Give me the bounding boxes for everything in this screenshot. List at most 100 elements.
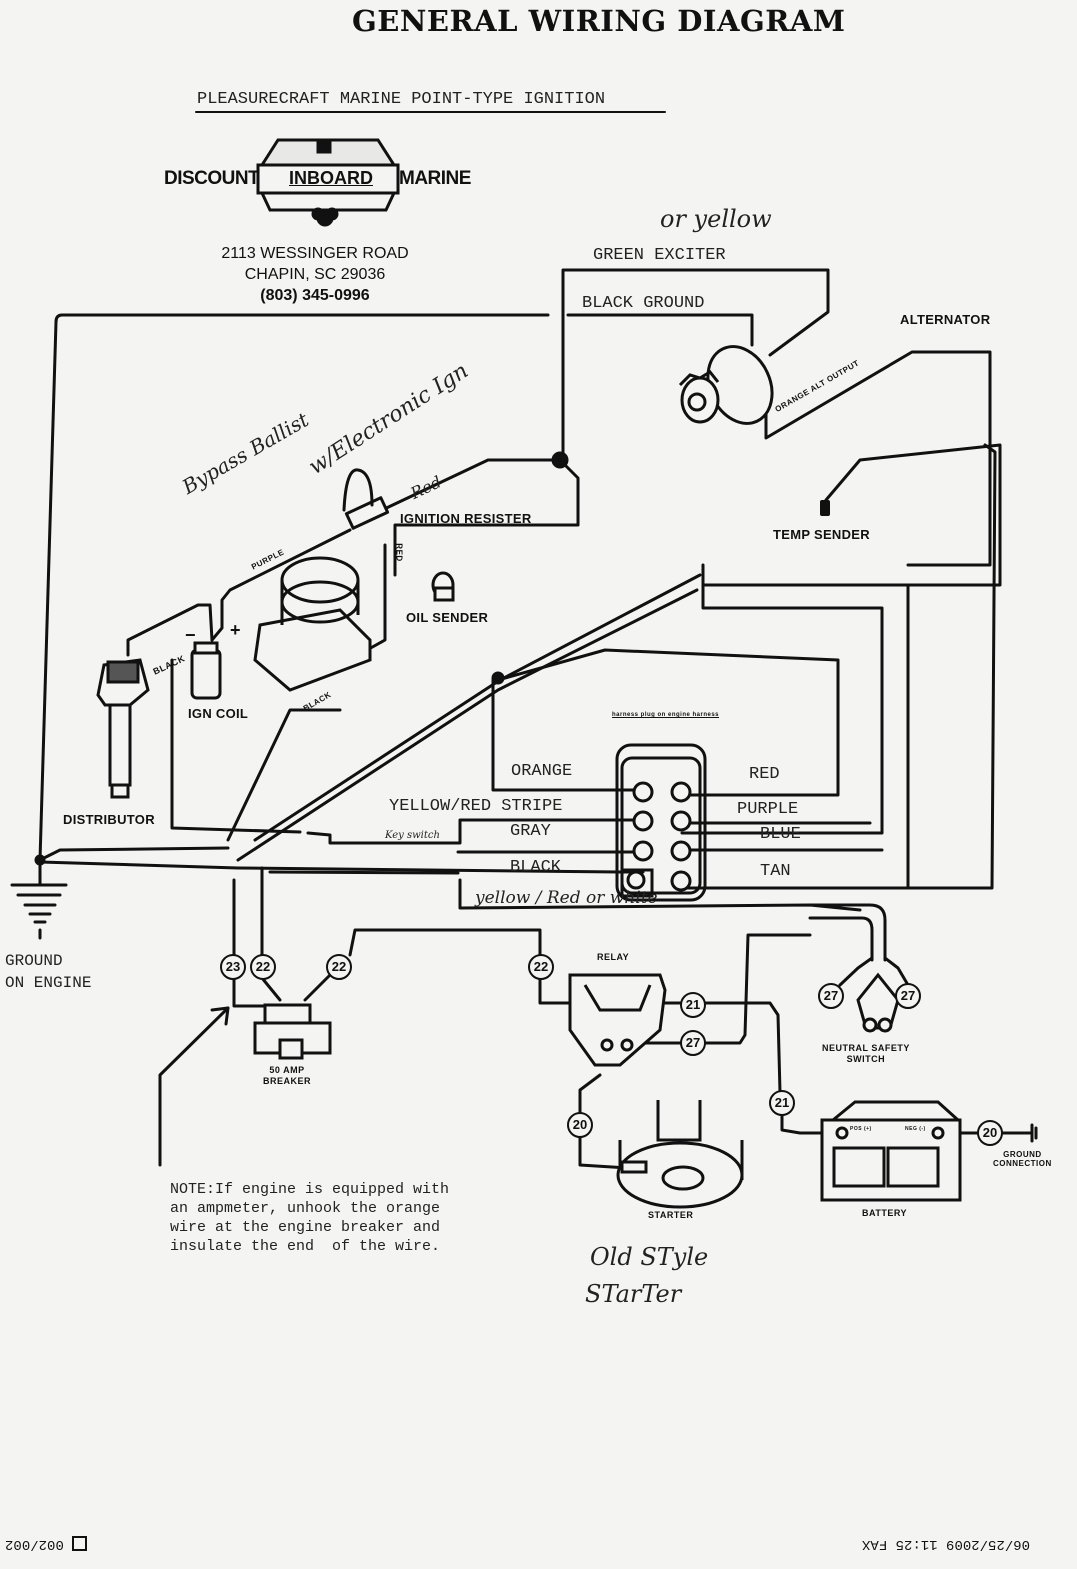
- wire-number-22-relay: 22: [528, 954, 554, 980]
- fax-page-box-icon: [72, 1536, 88, 1551]
- note-block: NOTE:If engine is equipped with an ampme…: [170, 1180, 449, 1256]
- pin-label-orange: ORANGE: [511, 762, 573, 781]
- logo-right-word: MARINE: [399, 168, 471, 189]
- note-line-4: insulate the end of the wire.: [170, 1238, 441, 1255]
- relay-icon: [568, 973, 667, 1067]
- label-ignition-resister: IGNITION RESISTER: [400, 511, 532, 526]
- nss-wire-left: [838, 956, 874, 987]
- harness-loop-1: [680, 563, 910, 890]
- wire-number-21-relay: 21: [680, 992, 706, 1018]
- breaker-23-leg: [232, 976, 274, 1008]
- nss-wire-right: [883, 956, 910, 987]
- label-battery-neg: NEG (-): [905, 1126, 926, 1132]
- wire-number-22-breaker-a: 22: [250, 954, 276, 980]
- label-harness-note: harness plug on engine harness: [612, 712, 720, 718]
- harness-loop-3: [906, 443, 997, 890]
- fax-header-text: 06/25/2009 11:25 FAX: [862, 1536, 1031, 1552]
- breaker-line-2: BREAKER: [263, 1076, 312, 1086]
- fax-header: 06/25/2009 11:25 FAX: [862, 1536, 1030, 1552]
- battery-21-wire: [780, 1113, 842, 1135]
- fax-page-text: 002/002: [5, 1536, 64, 1553]
- pin-black: [626, 870, 646, 890]
- label-red-vertical: RED: [394, 543, 404, 562]
- orange-alt-output-wire: [764, 350, 992, 567]
- wire-number-20-starter: 20: [567, 1112, 593, 1138]
- gray-pin-wire: [268, 870, 460, 875]
- label-black-ground: BLACK GROUND: [582, 294, 705, 313]
- ign-coil-icon: [190, 641, 222, 700]
- document-subtitle: PLEASURECRAFT MARINE POINT-TYPE IGNITION: [197, 90, 606, 109]
- wire-number-20-ground: 20: [977, 1120, 1003, 1146]
- black-ground-wire: [566, 313, 754, 347]
- breaker-22a-leg: [260, 976, 282, 1002]
- distributor-icon: [96, 658, 150, 799]
- label-ground-connection: GROUND CONNECTION: [993, 1150, 1052, 1168]
- starter-icon: [616, 1100, 744, 1209]
- note-line-3: wire at the engine breaker and: [170, 1219, 441, 1236]
- label-relay: RELAY: [597, 952, 630, 962]
- logo-left-word: DISCOUNT: [164, 168, 260, 189]
- label-distributor: DISTRIBUTOR: [63, 812, 155, 827]
- carburetor-icon: [253, 556, 372, 692]
- label-alternator: ALTERNATOR: [900, 312, 991, 327]
- address-phone: (803) 345-0996: [260, 287, 370, 304]
- label-ign-coil: IGN COIL: [188, 706, 249, 721]
- handwritten-yellow-red-or-white: yellow / Red or white: [475, 888, 658, 908]
- handwritten-key-switch: Key switch: [385, 830, 440, 841]
- pin-yellow-red: [632, 810, 654, 832]
- wire-number-23: 23: [220, 954, 246, 980]
- pin-label-purple: PURPLE: [737, 800, 799, 819]
- carb-black-wire: [226, 708, 342, 842]
- diag-wire-bottom: [236, 588, 699, 862]
- main-left-wire: [38, 313, 550, 862]
- logo-center-word: INBOARD: [289, 168, 373, 188]
- label-temp-sender: TEMP SENDER: [773, 527, 870, 542]
- alternator-icon: [678, 345, 774, 425]
- pin-orange: [632, 781, 654, 803]
- purple-wire: [210, 528, 352, 642]
- breaker-icon: [253, 1003, 332, 1060]
- label-battery: BATTERY: [862, 1208, 907, 1218]
- junction-down-wire: [393, 458, 580, 577]
- ground-bus-upper: [38, 846, 230, 862]
- address-block: 2113 WESSINGER ROAD CHAPIN, SC 29036 (80…: [205, 243, 425, 306]
- ground-conn-line-1: GROUND: [1003, 1150, 1042, 1159]
- harness-loop-2: [680, 578, 884, 835]
- breaker-line-1: 50 AMP: [269, 1065, 305, 1075]
- pin-label-gray: GRAY: [510, 822, 551, 841]
- harness-pins: [626, 781, 692, 892]
- yellow-red-white-wire: [458, 878, 862, 912]
- pin-purple: [670, 810, 692, 832]
- ground-connection-symbol: [1030, 1123, 1038, 1143]
- neutral-safety-switch-icon: [856, 972, 900, 1033]
- nss-line-2: SWITCH: [846, 1054, 886, 1064]
- temp-sender-icon: [820, 500, 830, 516]
- address-city: CHAPIN, SC 29036: [244, 266, 386, 283]
- note-arrow: [158, 1006, 230, 1167]
- distributor-bus-wire: [170, 658, 302, 834]
- wire-number-27-relay: 27: [680, 1030, 706, 1056]
- temp-sender-wire: [824, 443, 1002, 587]
- label-battery-pos: POS (+): [850, 1126, 872, 1132]
- pin-label-blue: BLUE: [760, 825, 801, 844]
- wire-number-22-breaker-b: 22: [326, 954, 352, 980]
- wire-21-right: [703, 1001, 782, 1094]
- note-line-2: an ampmeter, unhook the orange: [170, 1200, 441, 1217]
- pin-label-black: BLACK: [510, 858, 562, 877]
- label-starter: STARTER: [648, 1210, 694, 1220]
- green-exciter-wire: [561, 268, 830, 457]
- oil-sender-icon: [431, 571, 455, 602]
- logo-boat-icon: [256, 138, 400, 227]
- starter-20-leg: [578, 1134, 630, 1170]
- handwritten-or-yellow: or yellow: [660, 205, 772, 233]
- handwritten-old-style: Old STyle: [590, 1243, 709, 1271]
- pin-label-red: RED: [749, 765, 780, 784]
- starter-20-wire: [578, 1073, 602, 1114]
- fax-page-number: 002/002: [5, 1536, 88, 1553]
- label-oil-sender: OIL SENDER: [406, 610, 489, 625]
- pin-label-tan: TAN: [760, 862, 791, 881]
- pin-gray: [632, 840, 654, 862]
- engine-ground-symbol: [10, 860, 68, 940]
- wire-22b: [348, 928, 542, 957]
- junction-node-2: [491, 671, 505, 685]
